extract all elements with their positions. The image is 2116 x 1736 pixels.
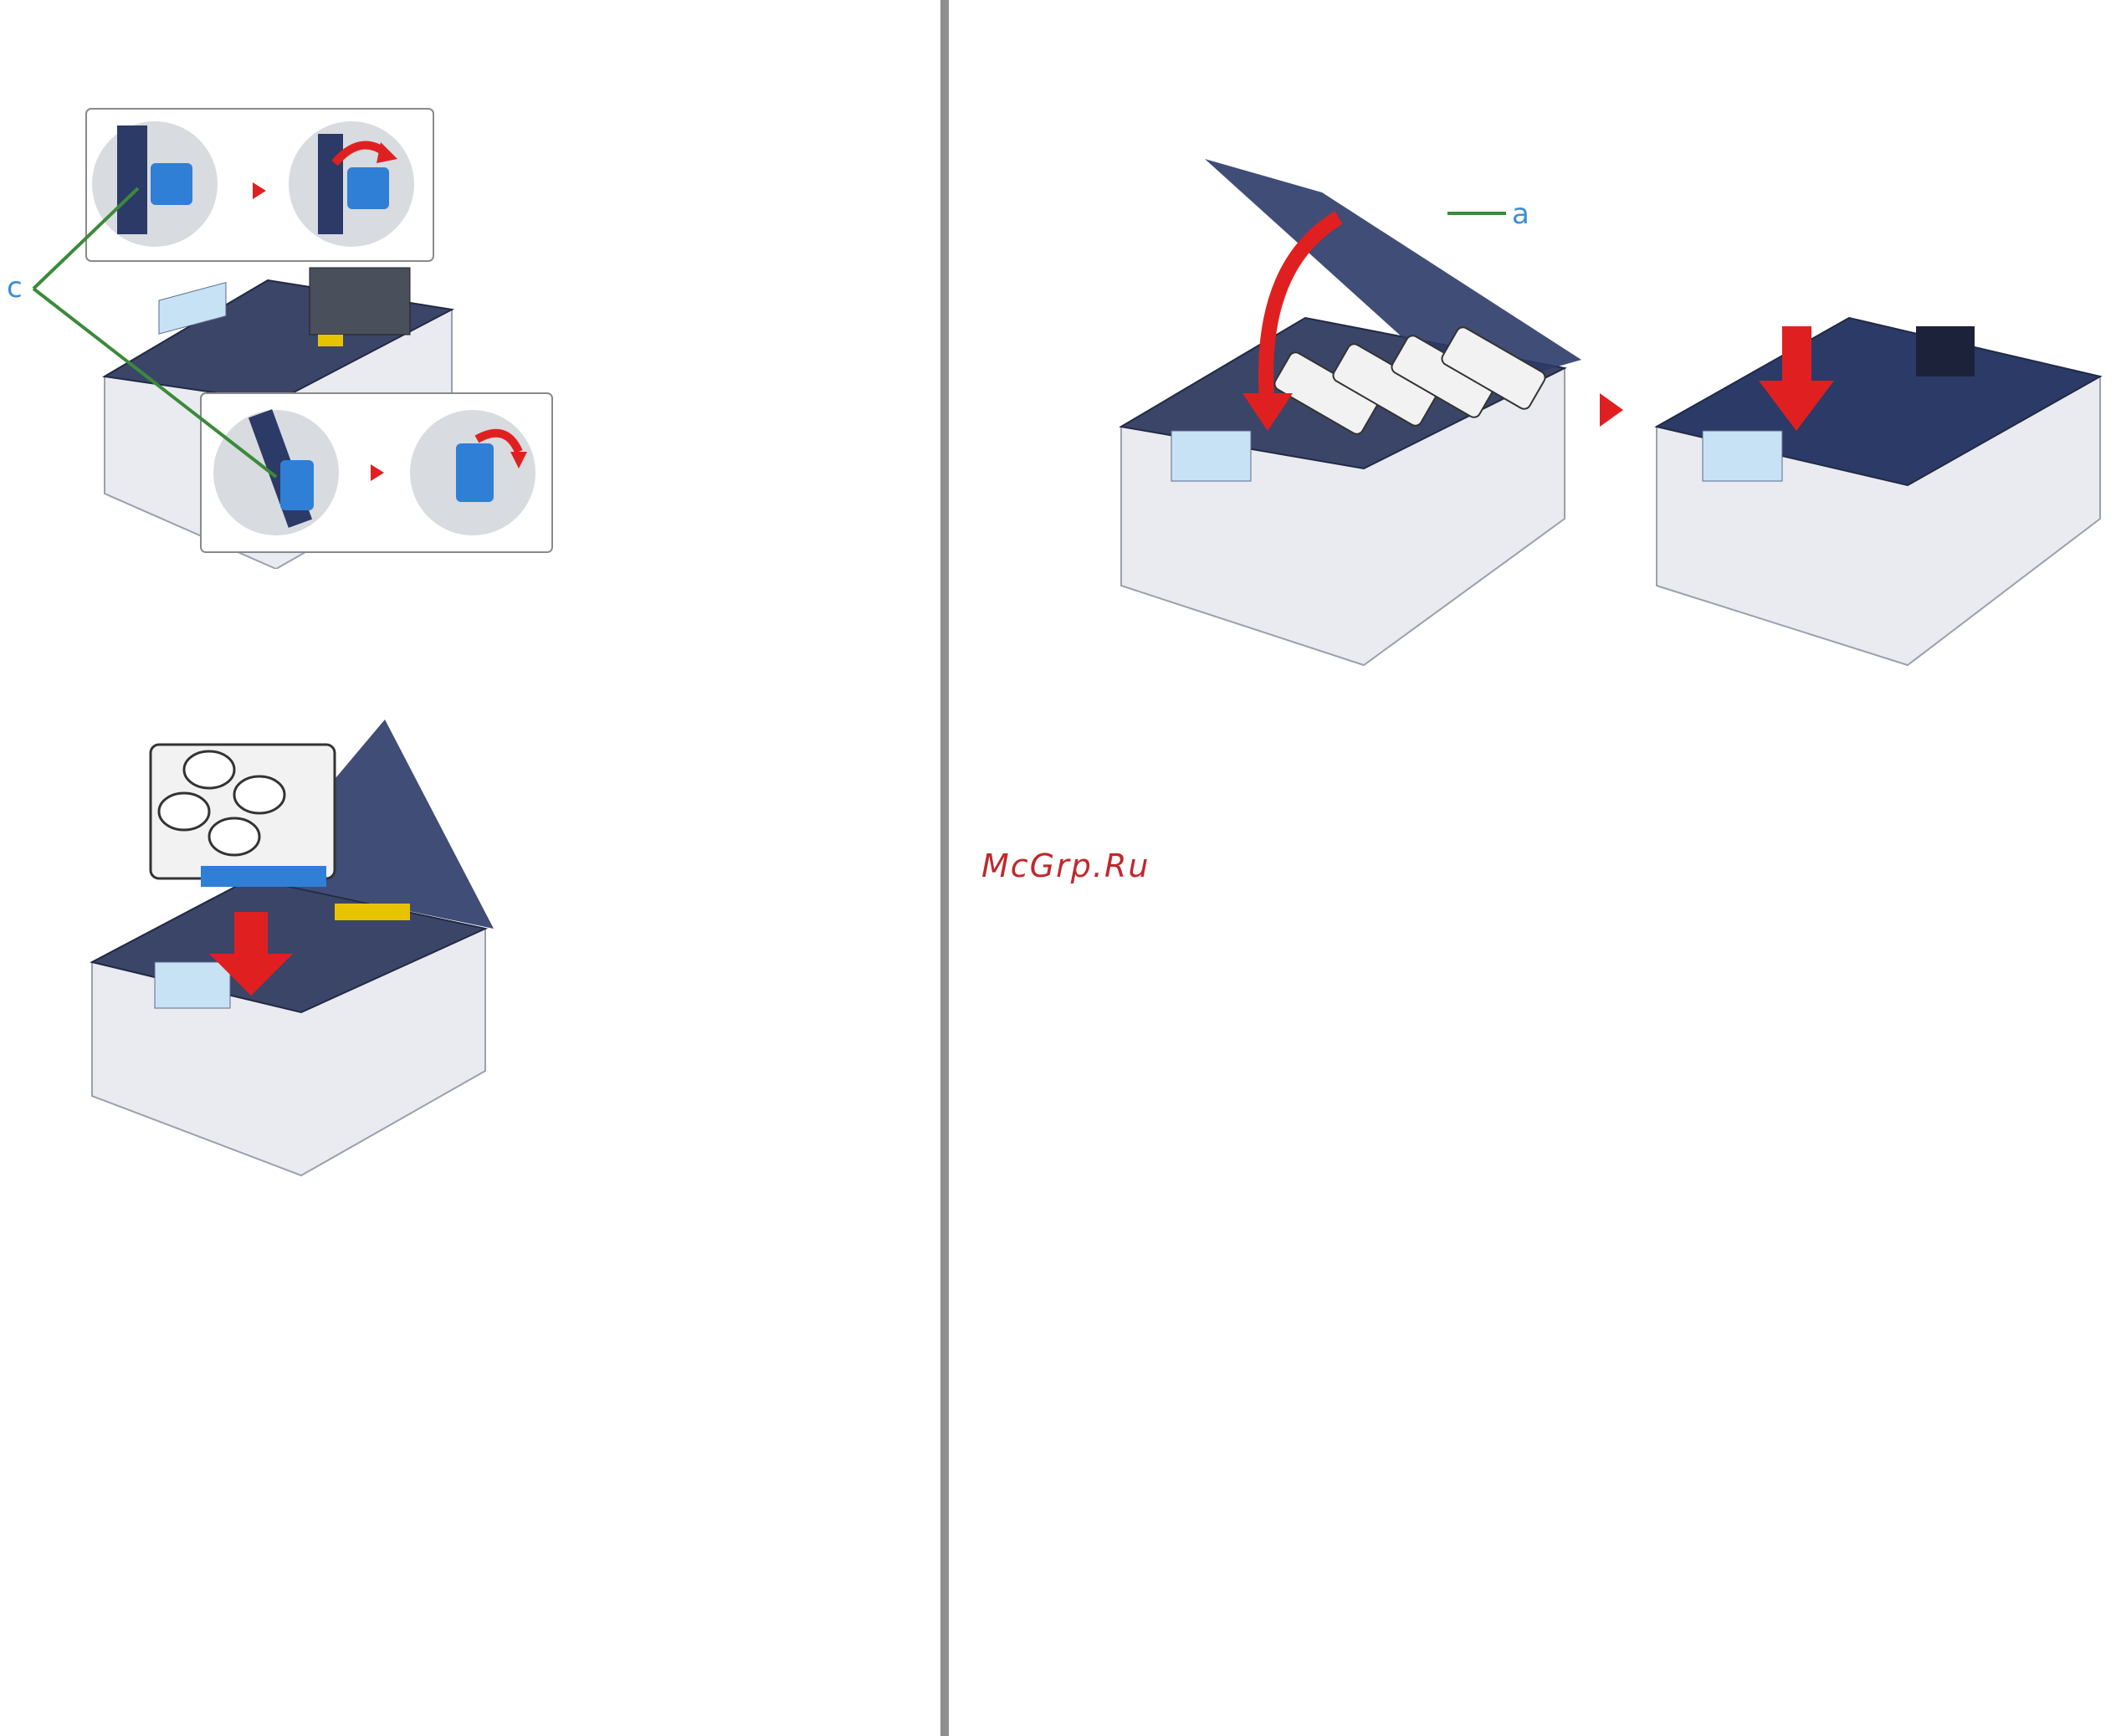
callout-label-a: a xyxy=(1512,197,1529,231)
close-cover-figure: a xyxy=(1113,142,2116,678)
drum-cartridge-set xyxy=(151,745,335,887)
step-arrow xyxy=(1600,393,1623,427)
page-divider xyxy=(940,0,949,1736)
callout-label-c: c xyxy=(7,271,23,305)
drum-insertion-figure xyxy=(84,711,519,1180)
watermark: McGrp.Ru xyxy=(981,848,1150,884)
lever-release-figure: c xyxy=(0,100,569,569)
